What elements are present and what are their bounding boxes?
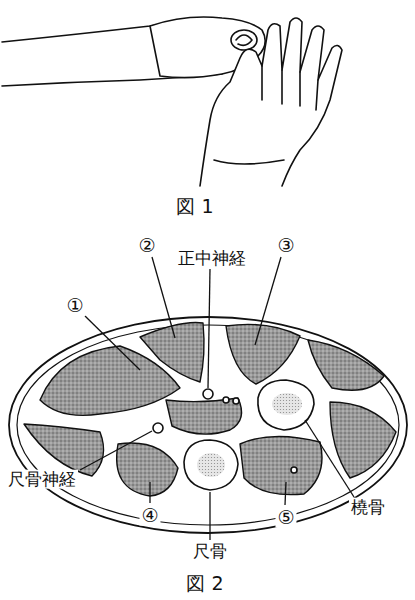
leader-line [285, 482, 286, 505]
vessel [223, 397, 229, 403]
nerve-label: 尺骨神経 [6, 470, 78, 489]
muscle [117, 443, 178, 496]
wrist-line [214, 160, 284, 164]
leader-line [209, 492, 210, 540]
leader-line [149, 482, 150, 503]
right-hand [200, 18, 342, 186]
finger-line [262, 66, 318, 110]
callout-number: ④ [139, 505, 160, 526]
leader-line [305, 420, 354, 497]
median-nerve [203, 389, 213, 399]
ulna-marrow [197, 453, 225, 477]
drawing-part [153, 380, 314, 490]
leader-line [208, 269, 210, 388]
muscle [240, 436, 322, 494]
leader-line [152, 257, 175, 338]
muscle [166, 398, 242, 434]
muscle [24, 424, 104, 476]
vessel [291, 467, 297, 473]
leader-line [255, 257, 281, 345]
callout-number: ① [64, 295, 85, 316]
muscle [226, 324, 300, 384]
callout-number: ⑤ [275, 507, 296, 528]
leader-line [80, 431, 152, 470]
ulna-bone [184, 440, 238, 490]
figure-caption: 図 2 [184, 573, 225, 594]
ulnar-nerve [153, 423, 163, 433]
bone-label: 尺骨 [191, 542, 229, 561]
muscle [140, 323, 204, 382]
nerve-label: 正中神経 [176, 249, 248, 268]
muscle [308, 340, 384, 390]
vessel [233, 398, 239, 404]
callout-number: ③ [275, 235, 296, 256]
bone-label: 橈骨 [349, 498, 387, 517]
radius-bone [258, 380, 314, 430]
leader-line [85, 316, 140, 370]
drawing-part [24, 323, 396, 496]
muscle [330, 402, 396, 478]
radius-marrow [272, 393, 302, 415]
thumb-index-ring [231, 30, 257, 50]
hand-drawing [2, 17, 342, 186]
figure-caption: 図 1 [174, 196, 215, 217]
ring-detail [236, 35, 252, 45]
cross-section [9, 257, 407, 540]
leader-lines [80, 257, 354, 540]
callout-number: ② [136, 235, 157, 256]
